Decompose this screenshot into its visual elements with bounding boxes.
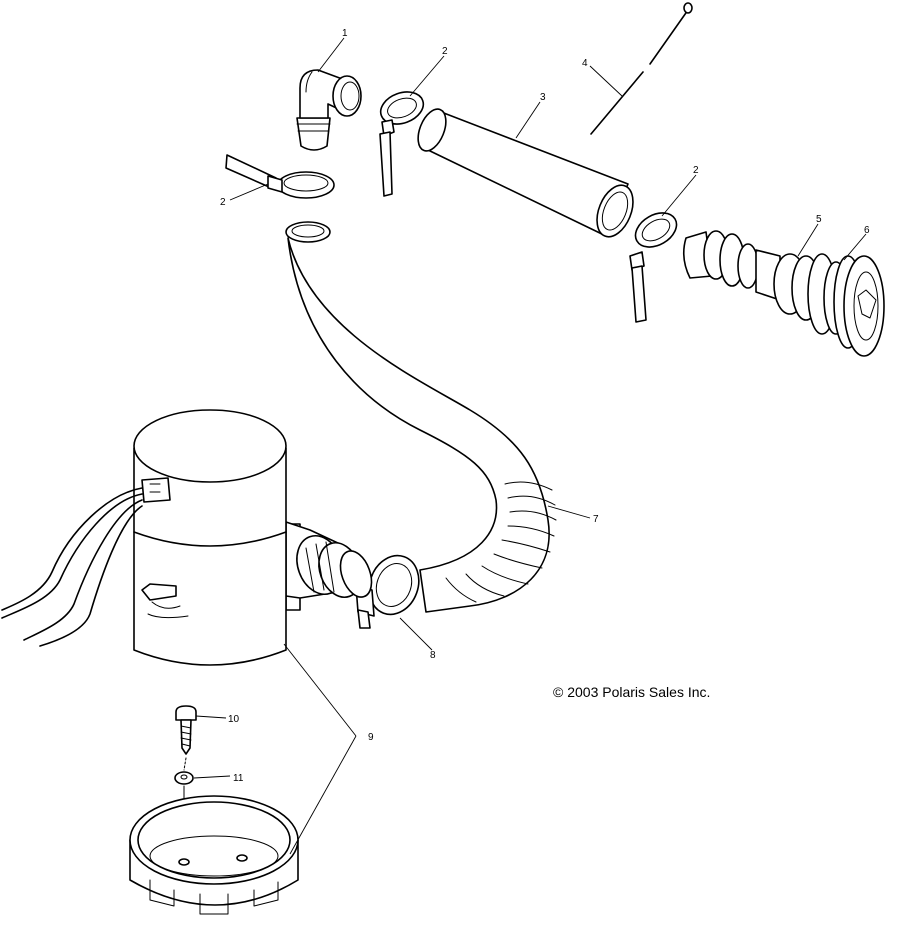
- callout-4: 4: [582, 58, 588, 69]
- pump-base: [129, 795, 299, 915]
- leader-lines: [193, 37, 867, 855]
- callout-2-top: 2: [442, 46, 448, 57]
- callout-9: 9: [368, 732, 374, 743]
- callout-6: 6: [864, 225, 870, 236]
- callout-8: 8: [430, 650, 436, 661]
- callout-3: 3: [540, 92, 546, 103]
- curved-hose: [285, 221, 557, 613]
- callout-7: 7: [593, 514, 599, 525]
- hose-clamp-bottom: [355, 554, 420, 629]
- callout-5: 5: [816, 214, 822, 225]
- callout-11: 11: [233, 773, 244, 784]
- cable-tie: [590, 2, 693, 135]
- callout-labels: 1 2 2 3 4 2 5 6 7 8 9 10 11: [220, 28, 870, 784]
- callout-2-left: 2: [220, 197, 226, 208]
- callout-2-right: 2: [693, 165, 699, 176]
- hose-clamp-right: [629, 212, 678, 323]
- hose-clamp-left: [225, 154, 335, 199]
- callout-10: 10: [228, 714, 240, 725]
- elbow-fitting: [296, 69, 362, 151]
- thru-hull-fitting: [682, 230, 885, 357]
- callout-1: 1: [342, 28, 348, 39]
- hose-clamp-top: [379, 91, 425, 197]
- bilge-pump: [1, 409, 373, 666]
- copyright-notice: © 2003 Polaris Sales Inc.: [553, 684, 711, 700]
- straight-hose: [417, 108, 634, 238]
